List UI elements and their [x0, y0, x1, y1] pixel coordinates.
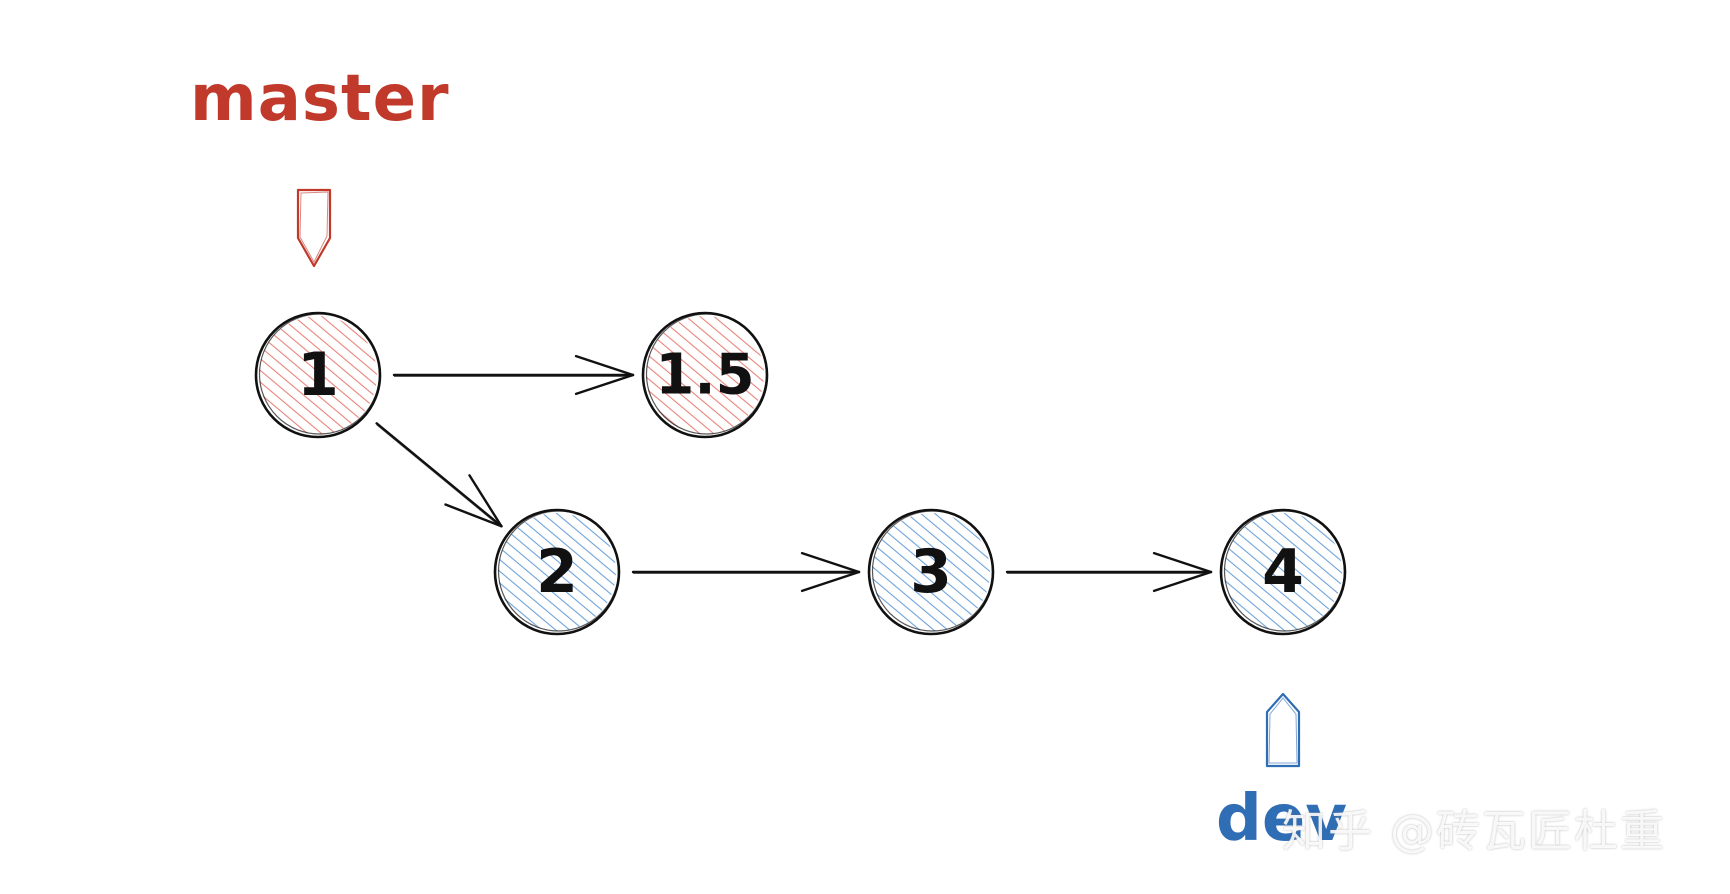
dev-pointer-arrow-icon — [1265, 692, 1301, 768]
commit-label-n4: 4 — [1262, 537, 1304, 607]
branch-pointers — [296, 188, 1301, 768]
commit-label-n3: 3 — [910, 537, 952, 607]
nodes-layer: 1 1.5 2 3 4 — [254, 311, 1347, 636]
commit-node-n2: 2 — [493, 508, 621, 636]
edge-n1-n15 — [392, 354, 635, 396]
commit-node-n4: 4 — [1219, 508, 1347, 636]
commit-label-n15: 1.5 — [655, 343, 754, 408]
branch-label-dev: dev — [1216, 782, 1347, 856]
commit-node-n1: 1 — [254, 311, 382, 439]
commit-label-n1: 1 — [297, 340, 339, 410]
edges-layer — [375, 354, 1213, 593]
commit-label-n2: 2 — [536, 537, 578, 607]
edge-n3-n4 — [1005, 551, 1213, 593]
edge-n1-n2 — [375, 422, 503, 528]
master-pointer-arrow-icon — [296, 188, 332, 268]
commit-node-n3: 3 — [867, 508, 995, 636]
branch-label-master: master — [190, 62, 450, 136]
edge-n2-n3 — [631, 551, 861, 593]
watermark: 知乎 @砖瓦匠杜重 — [1282, 806, 1666, 857]
commit-node-n15: 1.5 — [641, 311, 769, 439]
